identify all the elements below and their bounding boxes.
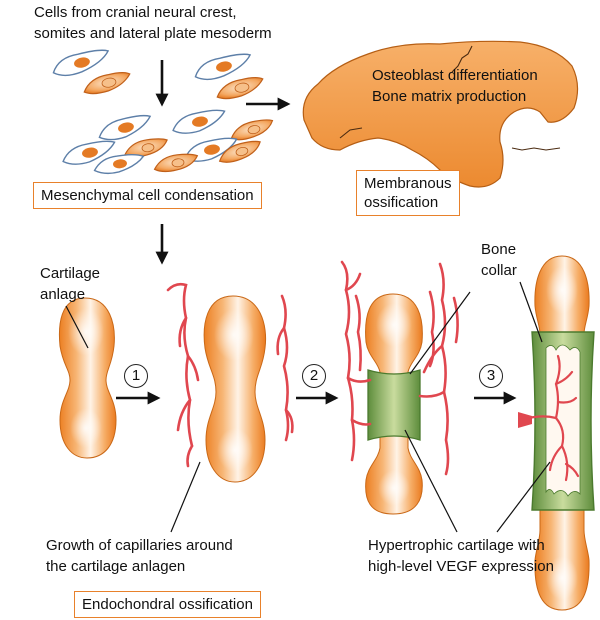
hypertrophic-cartilage-stage (340, 260, 459, 515)
leader-bone-collar-2 (409, 291, 471, 375)
leader-hypertrophic-2 (404, 429, 458, 533)
capillaries (340, 260, 459, 476)
step-1-badge: 1 (124, 364, 148, 388)
membranous-ossification-box: Membranous ossification (356, 170, 460, 216)
condensed-cell (172, 109, 226, 134)
condensed-cell (230, 119, 274, 141)
capillaries (166, 282, 294, 468)
leader-bone-collar-3 (519, 281, 543, 343)
capillaries-label-line1: Growth of capillaries around (46, 537, 233, 554)
condensed-cell (98, 114, 152, 141)
hypertrophic-label-line2: high-level VEGF expression (368, 558, 554, 575)
osteoblast-label: Osteoblast differentiation (372, 67, 538, 84)
membranous-line2: ossification (364, 194, 439, 211)
condensed-cell (218, 140, 261, 163)
hypertrophic-label-line1: Hypertrophic cartilage with (368, 537, 545, 554)
vessel-entry (518, 412, 532, 428)
leader-capillaries (170, 461, 201, 533)
cartilage-with-capillaries (166, 282, 294, 483)
bone-collar-label-line2: collar (481, 262, 517, 279)
step-3-badge: 3 (479, 364, 503, 388)
mesenchymal-cell (83, 72, 131, 95)
source-cells-label-line1: Cells from cranial neural crest, (34, 4, 237, 21)
condensed-cell (62, 140, 116, 165)
step-2-badge: 2 (302, 364, 326, 388)
condensation-box: Mesenchymal cell condensation (33, 182, 262, 209)
mesenchymal-cell (216, 77, 264, 100)
condensed-cell (153, 153, 199, 173)
leader-cartilage (65, 305, 89, 349)
mesenchymal-cells (52, 49, 274, 175)
bone-matrix-label: Bone matrix production (372, 88, 527, 105)
hypertrophic-zone (367, 369, 421, 441)
cartilage-label-line2: anlage (40, 286, 86, 303)
mesenchymal-cell (194, 53, 252, 81)
endochondral-ossification-box: Endochondral ossification (74, 591, 261, 618)
cartilage-label-line1: Cartilage (40, 265, 101, 282)
cartilage-anlage (58, 297, 117, 459)
condensed-cell (93, 153, 145, 175)
membranous-bone (302, 40, 579, 188)
leader-hypertrophic-3 (496, 461, 551, 533)
marrow-cavity (545, 344, 581, 497)
bone-collar-label-line1: Bone (481, 241, 517, 258)
membranous-line1: Membranous (364, 175, 452, 192)
condensed-cell (123, 138, 168, 158)
source-cells-label-line2: somites and lateral plate mesoderm (34, 25, 272, 42)
mesenchymal-cell (52, 49, 110, 77)
capillaries-label-line2: the cartilage anlagen (46, 558, 186, 575)
